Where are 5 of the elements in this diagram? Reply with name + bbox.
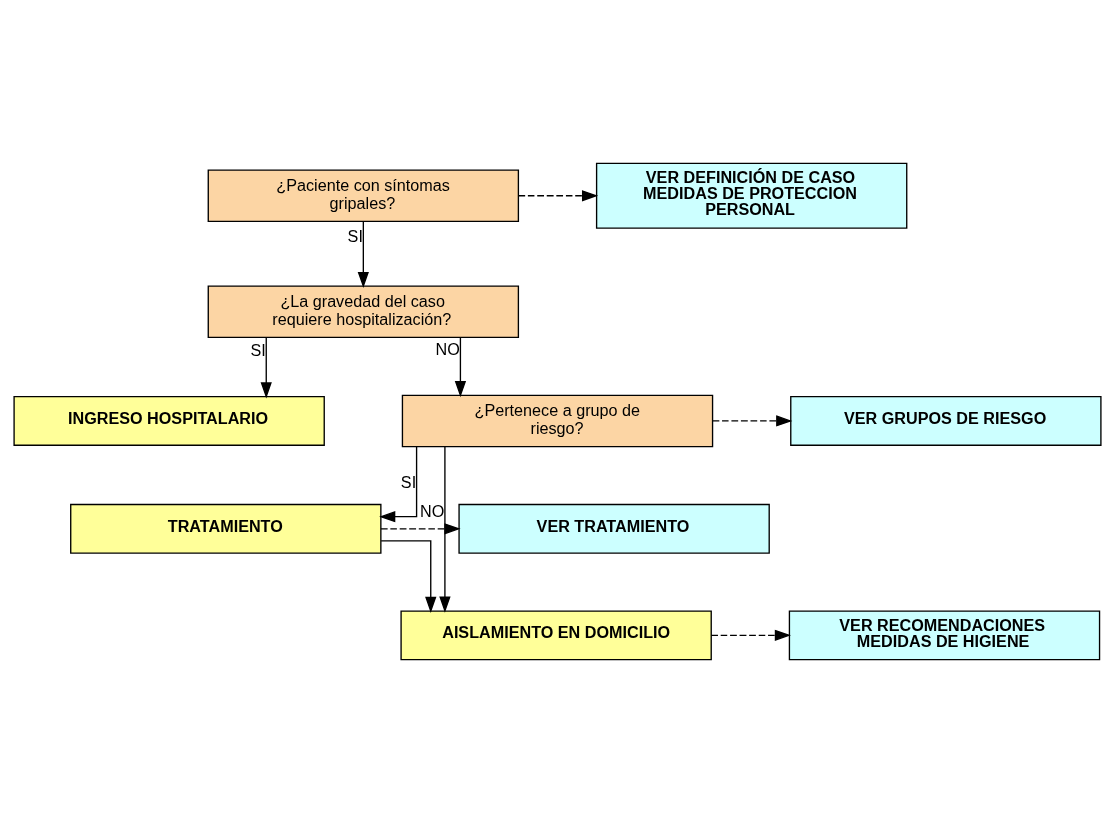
edge-label: SI [347, 227, 363, 246]
edge-label: NO [419, 502, 445, 521]
edge-label: SI [400, 473, 417, 492]
edge-label: SI [250, 340, 266, 359]
edge-label: NO [435, 340, 460, 359]
